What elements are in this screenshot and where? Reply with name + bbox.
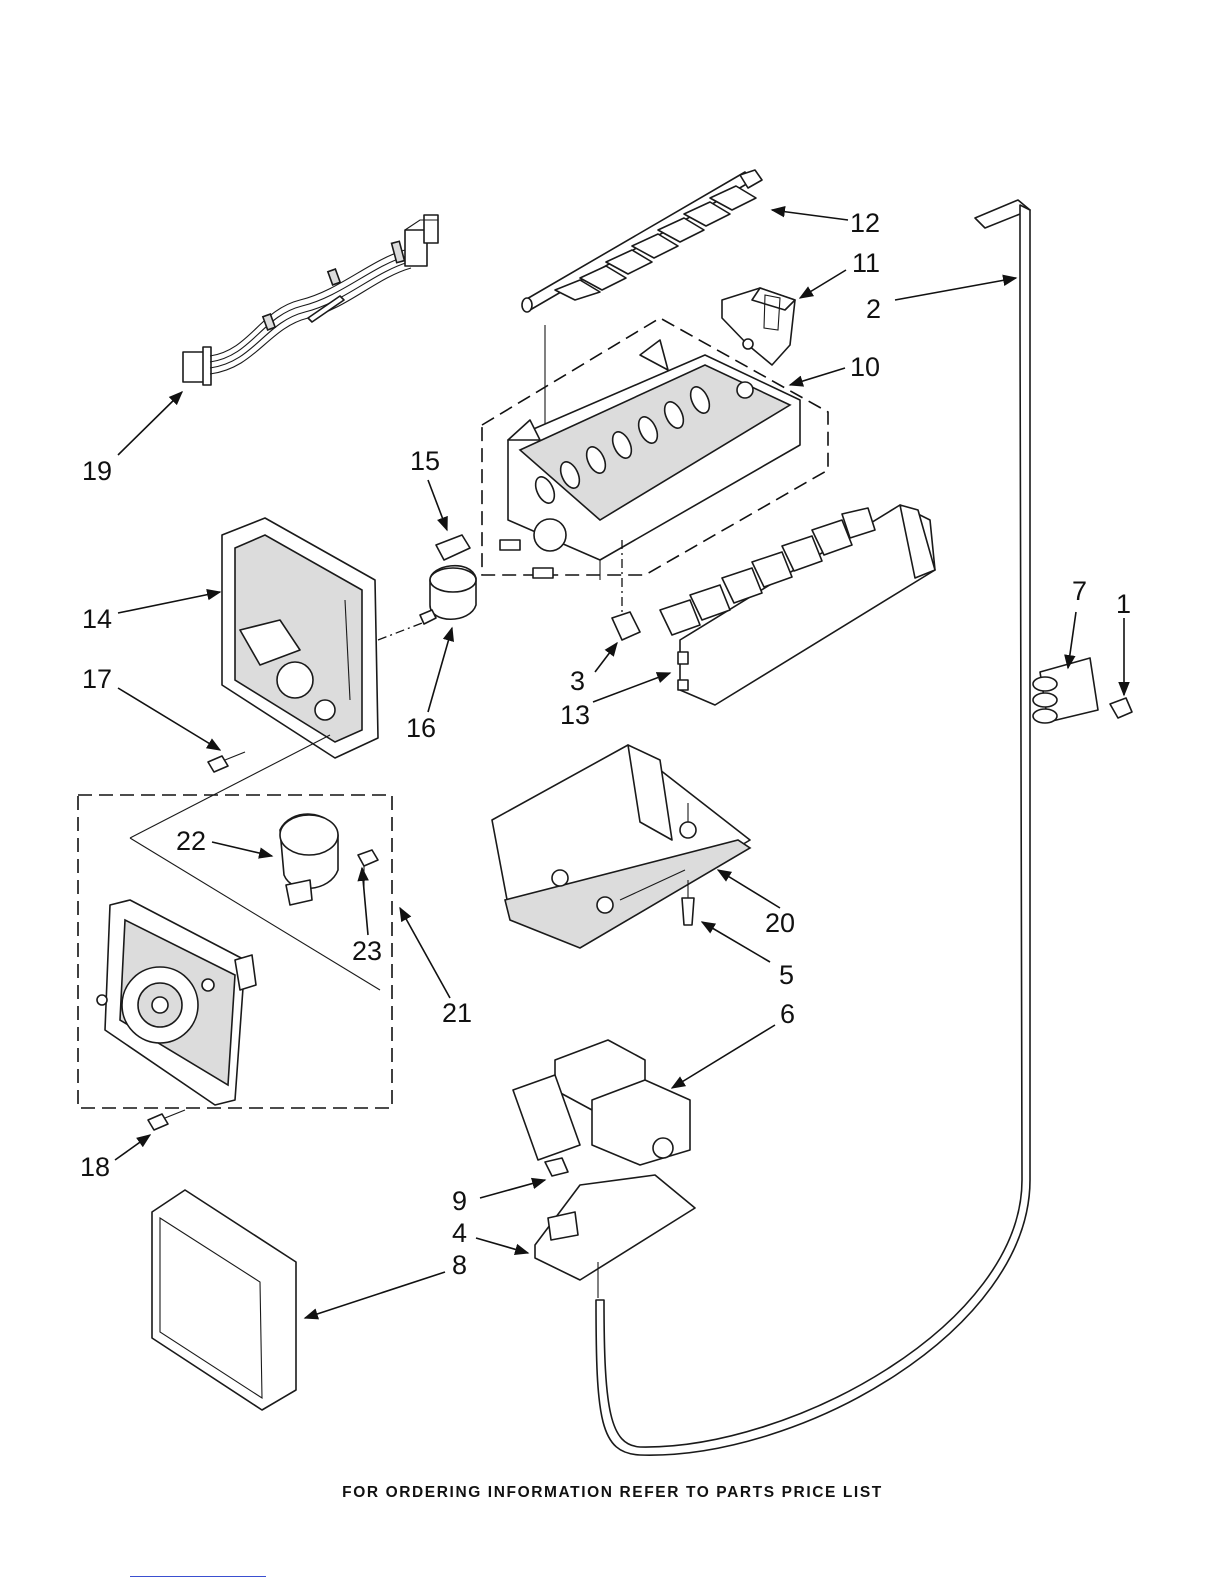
callout-6: 6 xyxy=(780,999,795,1029)
callout-7: 7 xyxy=(1072,576,1087,606)
callout-3: 3 xyxy=(570,666,585,696)
screw-17-part xyxy=(208,752,245,772)
callout-4: 4 xyxy=(452,1218,467,1248)
callout-20: 20 xyxy=(765,908,795,938)
callout-19: 19 xyxy=(82,456,112,486)
callout-8: 8 xyxy=(452,1250,467,1280)
callout-1: 1 xyxy=(1116,589,1131,619)
callout-14: 14 xyxy=(82,604,112,634)
page-link-underline[interactable] xyxy=(130,1576,266,1577)
wire-harness-part xyxy=(183,215,438,385)
screw-9-part xyxy=(545,1158,568,1176)
screw-1-part xyxy=(1110,698,1132,718)
callout-21: 21 xyxy=(442,998,472,1028)
callout-23: 23 xyxy=(352,936,382,966)
bracket-part xyxy=(535,1175,695,1298)
callout-2: 2 xyxy=(866,294,881,324)
motor-part xyxy=(280,814,338,905)
stripper-part xyxy=(660,505,935,705)
thermostat-part xyxy=(420,535,476,624)
pad-part xyxy=(152,1190,296,1410)
clamp-part xyxy=(1033,658,1098,723)
callout-18: 18 xyxy=(80,1152,110,1182)
cover-part xyxy=(492,745,750,948)
screw-23-part xyxy=(358,850,378,890)
fill-cup-part xyxy=(722,288,795,365)
clip-part xyxy=(612,540,640,640)
callout-12: 12 xyxy=(850,208,880,238)
callout-5: 5 xyxy=(779,960,794,990)
screw-18-part xyxy=(148,1110,185,1130)
callout-10: 10 xyxy=(850,352,880,382)
water-valve-part xyxy=(513,1040,690,1165)
callout-16: 16 xyxy=(406,713,436,743)
callout-9: 9 xyxy=(452,1186,467,1216)
control-housing-part xyxy=(222,518,430,758)
callout-15: 15 xyxy=(410,446,440,476)
callout-17: 17 xyxy=(82,664,112,694)
callout-22: 22 xyxy=(176,826,206,856)
ordering-info-footer: FOR ORDERING INFORMATION REFER TO PARTS … xyxy=(0,1484,1225,1502)
callout-13: 13 xyxy=(560,700,590,730)
motor-module-part xyxy=(78,735,392,1108)
callout-11: 11 xyxy=(852,248,880,278)
